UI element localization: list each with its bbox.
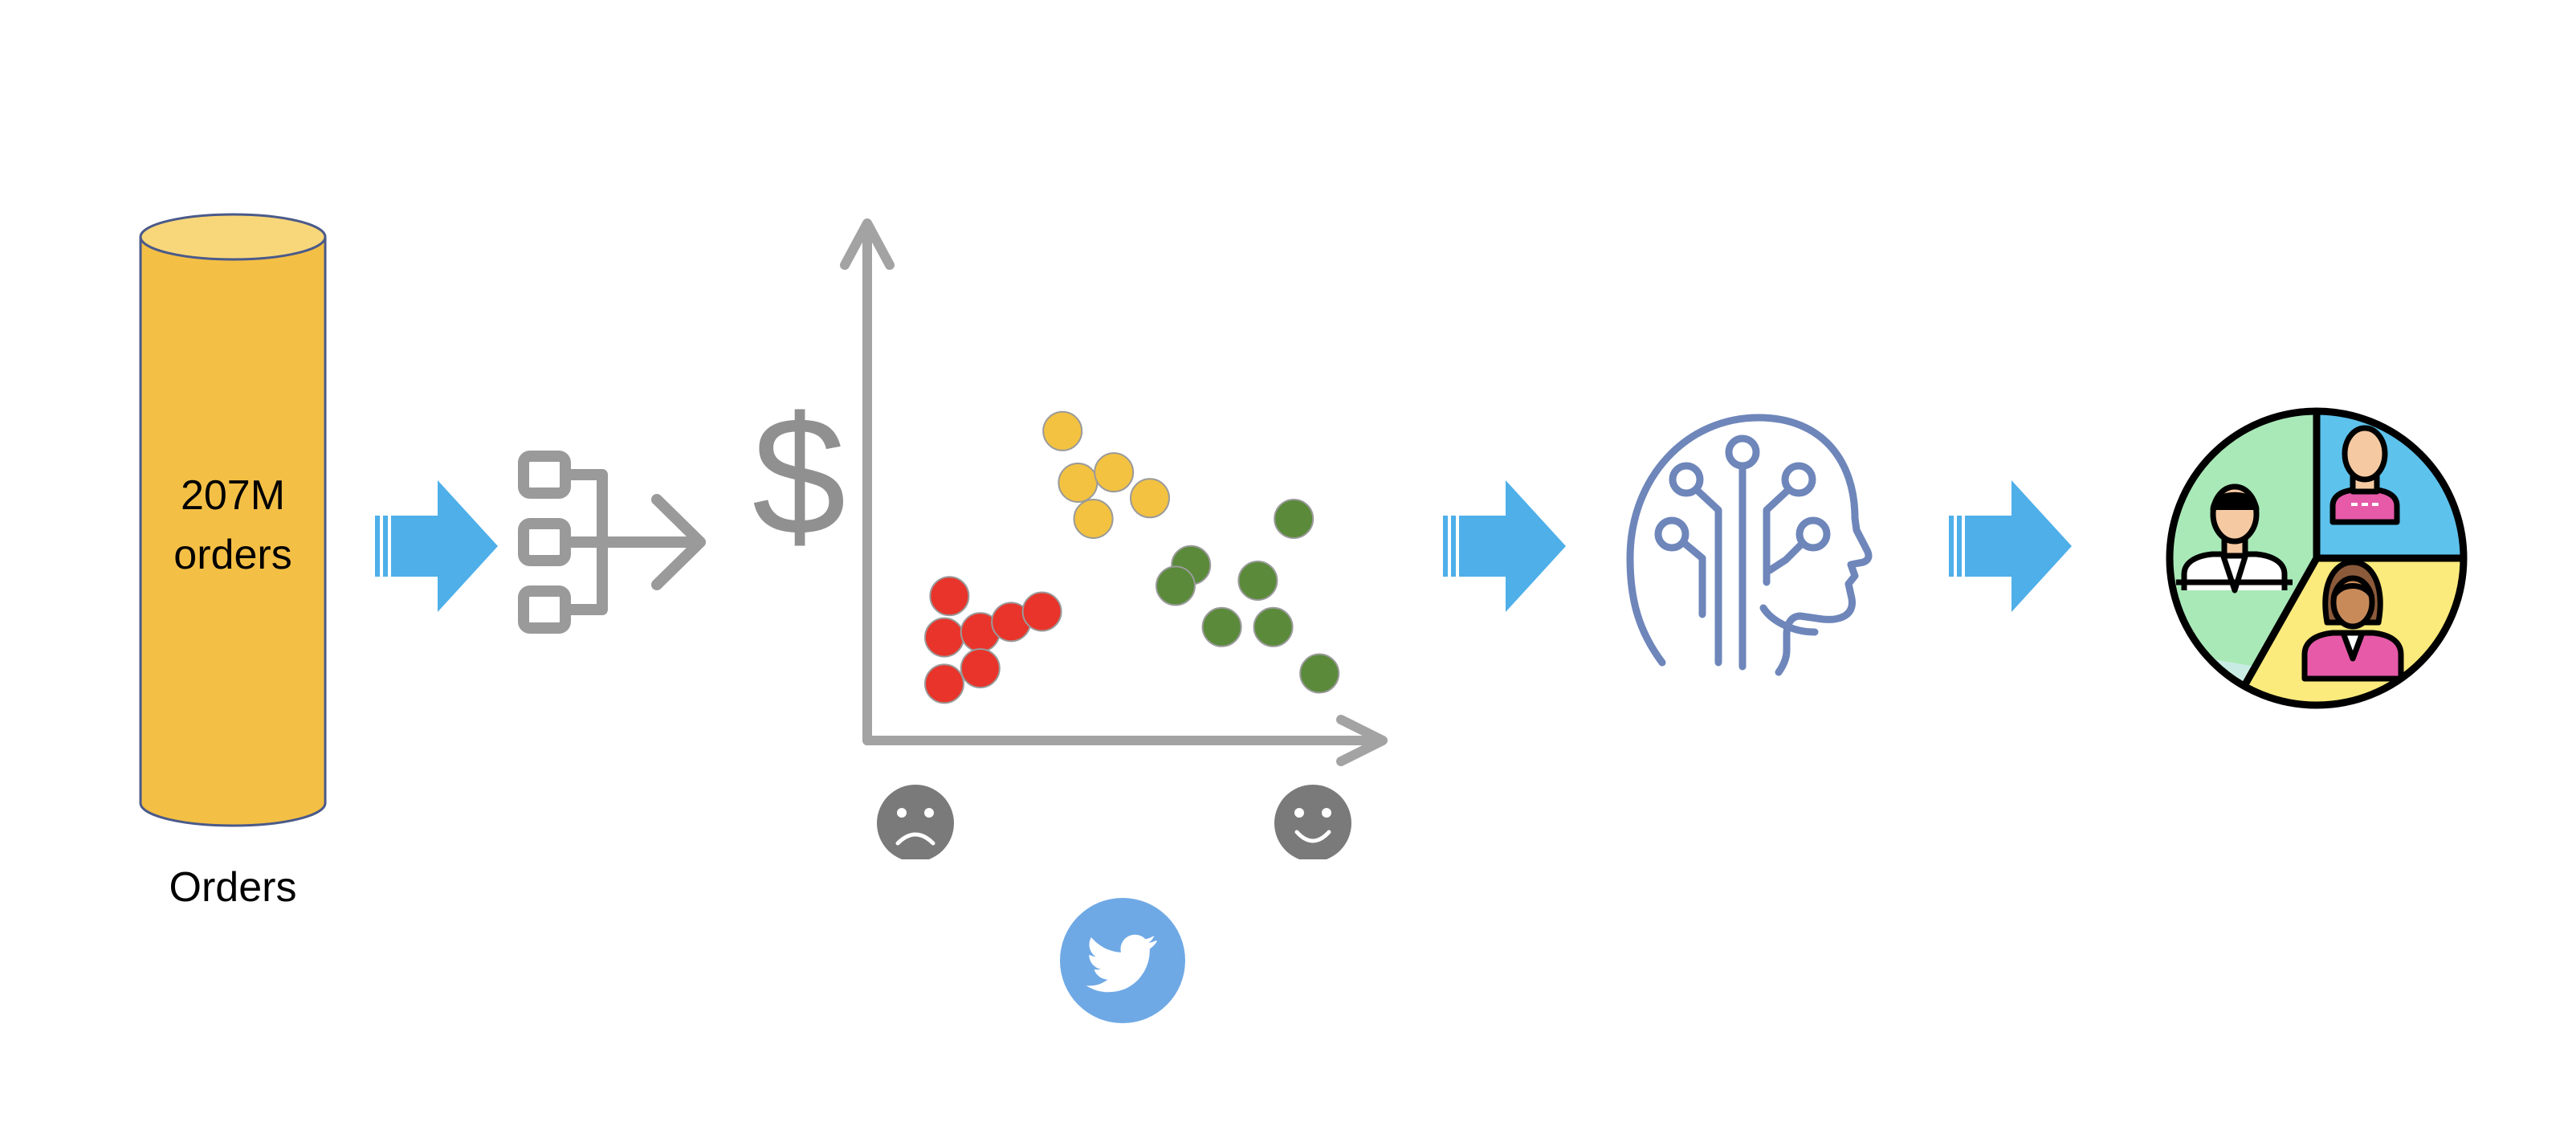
- chart-points: [924, 410, 1340, 704]
- scatter-point: [1021, 591, 1062, 632]
- scatter-point: [1201, 606, 1242, 647]
- scatter-point: [924, 617, 964, 658]
- y-axis-label: $: [752, 381, 846, 570]
- ai-head-icon: [1626, 414, 1873, 676]
- smiley-face-icon: [1274, 785, 1351, 859]
- scatter-point: [1042, 410, 1083, 451]
- twitter-icon: [1060, 898, 1185, 1023]
- person-icon: [2301, 559, 2404, 682]
- scatter-point: [1237, 560, 1278, 601]
- segments-icon: [2166, 407, 2468, 709]
- person-icon: [2329, 425, 2400, 525]
- split-icon: [518, 451, 706, 634]
- person-icon: [2176, 483, 2293, 594]
- database-top: [139, 213, 327, 261]
- arrow-right-icon: [1949, 480, 2072, 612]
- scatter-point: [1130, 478, 1170, 519]
- scatter-chart: $: [752, 218, 1388, 859]
- database-body: [139, 237, 327, 827]
- scatter-point: [929, 576, 970, 617]
- scatter-point: [1274, 498, 1314, 539]
- scatter-point: [1253, 606, 1294, 647]
- scatter-point: [1156, 565, 1196, 606]
- database-icon: [139, 213, 327, 827]
- database-label: 207M orders: [173, 472, 292, 578]
- arrow-right-icon: [375, 480, 498, 612]
- scatter-point: [960, 648, 1001, 689]
- scatter-point: [1094, 452, 1135, 493]
- scatter-point: [1058, 463, 1098, 503]
- scatter-point: [924, 663, 964, 704]
- sad-face-icon: [877, 785, 954, 859]
- arrow-right-icon: [1443, 480, 1566, 612]
- chart-axes: [840, 218, 1388, 766]
- database-caption: Orders: [169, 864, 297, 911]
- scatter-point: [1299, 653, 1340, 694]
- scatter-point: [1073, 498, 1114, 539]
